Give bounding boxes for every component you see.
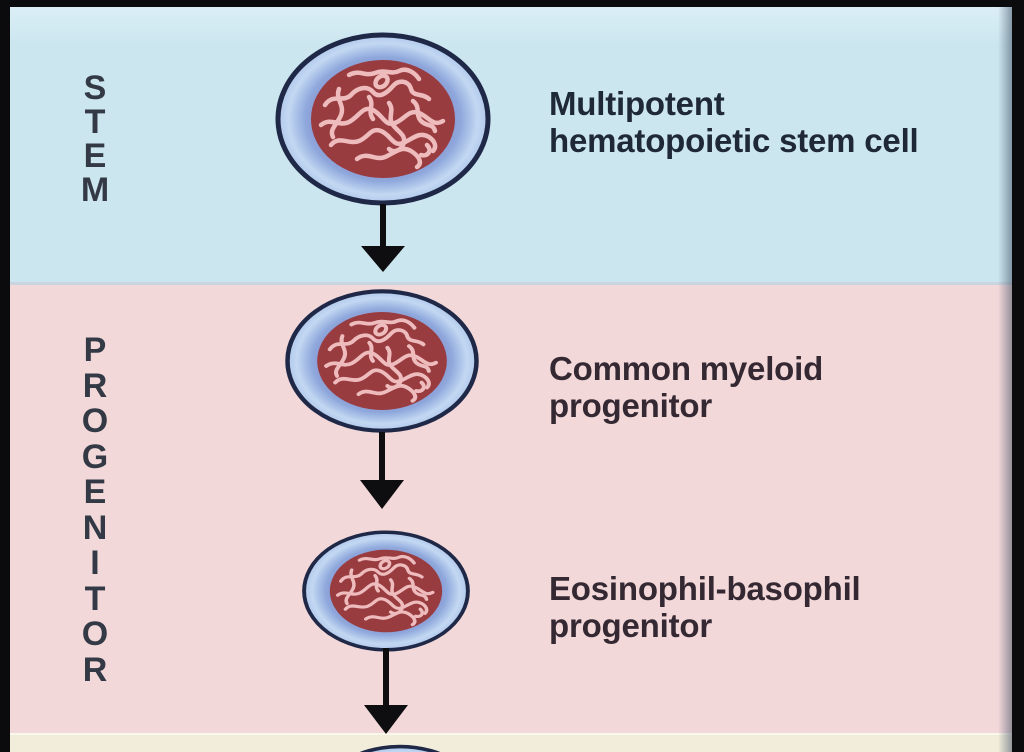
progenitor-band: [10, 282, 1012, 733]
progenitor-vertical-label: P R O G E N I T O R: [81, 331, 109, 689]
stem-band: [10, 7, 1012, 282]
diagram-canvas: S T E M P R O G E N I T O R Multipotent …: [10, 7, 1012, 752]
right-edge-shadow: [998, 7, 1012, 752]
common-myeloid-progenitor-label: Common myeloid progenitor: [549, 350, 824, 424]
multipotent-hsc-label: Multipotent hematopoietic stem cell: [549, 85, 919, 159]
bottom-band: [10, 733, 1012, 752]
eosinophil-basophil-progenitor-label: Eosinophil-basophil progenitor: [549, 570, 861, 644]
stem-vertical-label: S T E M: [80, 69, 110, 209]
